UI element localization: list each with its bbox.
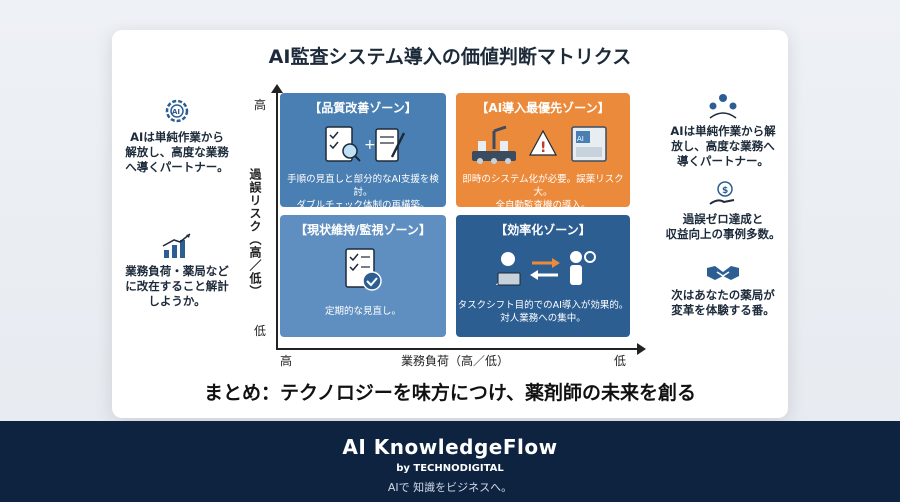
svg-text:+: + xyxy=(364,137,376,153)
quadrant-maintain-monitor: 【現状維持/監視ゾーン】 定期的な見直し。 xyxy=(280,215,446,337)
y-axis-high-label: 高 xyxy=(254,98,267,112)
summary-text: まとめ：テクノロジーを味方につけ、薬剤師の未来を創る xyxy=(204,382,696,404)
quadrant-title: 【現状維持/監視ゾーン】 xyxy=(295,223,431,237)
checklist-magnifier-icon: + xyxy=(280,123,446,167)
matrix-card xyxy=(112,30,788,418)
quadrant-title: 【品質改善ゾーン】 xyxy=(309,101,417,115)
x-axis-low-label: 低 xyxy=(614,354,627,368)
side-text: AIは単純作業から 解放し、高度な業務 へ導くパートナー。 xyxy=(125,130,229,174)
y-axis xyxy=(271,84,283,350)
quadrant-desc: 手順の見直しと部分的なAI支援を検討。 ダブルチェック体制の再構築。 xyxy=(287,174,439,211)
handshake-icon xyxy=(707,266,739,280)
people-network-icon xyxy=(709,94,737,119)
brand-byline: by TECHNODIGITAL xyxy=(396,463,504,474)
svg-text:AI: AI xyxy=(172,108,180,116)
quadrant-efficiency: 【効率化ゾーン】 タスクシフト目的でのAI導入が効果的。 対人業務への集中。 xyxy=(456,215,630,337)
brand-name: AI KnowledgeFlow xyxy=(342,435,558,459)
right-point-2: $ 過誤ゼロ達成と 収益向上の事例多数。 xyxy=(658,180,788,242)
ai-gear-icon: AI xyxy=(165,99,189,123)
hand-coin-icon: $ xyxy=(709,181,735,205)
side-text: AIは単純作業から解 放し、高度な業務へ 導くパートナー。 xyxy=(670,124,776,168)
left-point-2: 業務負荷・薬局など に改在すること解計 しようか。 xyxy=(112,232,242,309)
quadrant-desc: タスクシフト目的でのAI導入が効果的。 対人業務への集中。 xyxy=(457,300,629,324)
quadrant-title: 【AI導入最優先ゾーン】 xyxy=(476,101,610,115)
x-axis-high-label: 高 xyxy=(280,354,293,368)
svg-text:$: $ xyxy=(722,186,728,196)
brand-tagline: AIで 知識をビジネスへ。 xyxy=(387,481,513,494)
svg-text:AI: AI xyxy=(577,135,584,143)
side-text: 業務負荷・薬局など に改在すること解計 しようか。 xyxy=(125,264,229,308)
checklist-check-icon xyxy=(280,245,446,295)
left-point-1: AI AIは単純作業から 解放し、高度な業務 へ導くパートナー。 xyxy=(112,96,242,175)
quadrant-quality-improvement: 【品質改善ゾーン】 + 手順の見直しと部分的なAI支援を検討。 ダブルチェック体… xyxy=(280,93,446,211)
side-text: 過誤ゼロ達成と 収益向上の事例多数。 xyxy=(665,212,781,241)
growth-chart-icon xyxy=(162,233,191,258)
x-axis-title: 業務負荷（高／低） xyxy=(400,354,509,368)
quadrant-desc: 定期的な見直し。 xyxy=(324,306,401,317)
robot-arm-warning-icon: ! AI xyxy=(456,121,630,167)
x-axis xyxy=(276,343,646,355)
page-title: AI監査システム導入の価値判断マトリクス xyxy=(268,46,632,68)
person-laptop-exchange-icon xyxy=(456,245,630,293)
y-axis-title: 過誤リスク（高／低） xyxy=(248,168,262,298)
y-axis-low-label: 低 xyxy=(254,324,267,338)
svg-text:!: ! xyxy=(540,140,546,156)
right-point-1: AIは単純作業から解 放し、高度な業務へ 導くパートナー。 xyxy=(658,92,788,169)
quadrant-ai-priority: 【AI導入最優先ゾーン】 ! AI 即時のシステム化が必要。誤薬リスク大。 全自… xyxy=(456,93,630,211)
right-point-3: 次はあなたの薬局が 変革を体験する番。 xyxy=(658,260,788,318)
side-text: 次はあなたの薬局が 変革を体験する番。 xyxy=(671,288,775,317)
footer-banner: AI KnowledgeFlow by TECHNODIGITAL AIで 知識… xyxy=(0,421,900,502)
quadrant-title: 【効率化ゾーン】 xyxy=(495,223,591,237)
quadrant-desc: 即時のシステム化が必要。誤薬リスク大。 全自動監査機の導入。 xyxy=(462,174,624,211)
